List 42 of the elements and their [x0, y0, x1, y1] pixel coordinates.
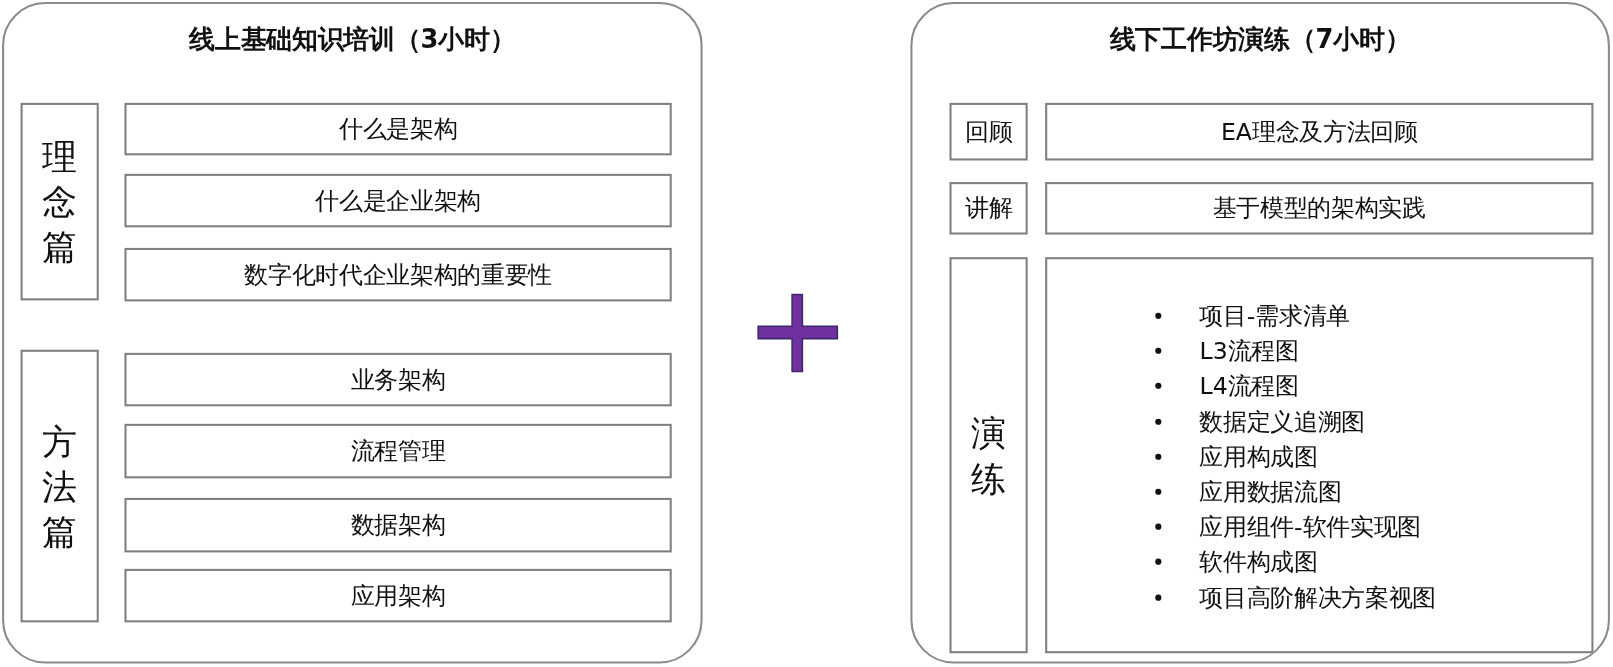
topic-box	[124, 352, 672, 407]
topic-box	[124, 247, 672, 302]
section-label: 理念篇	[42, 134, 78, 270]
topic-box	[124, 568, 672, 623]
topic-text: 基于模型的架构实践	[1212, 193, 1426, 224]
list-item: 数据定义追溯图	[1199, 408, 1366, 435]
section-label-box	[949, 182, 1028, 235]
panel-card	[910, 2, 1610, 664]
list-item: 项目高阶解决方案视图	[1199, 583, 1437, 611]
section-label-box	[20, 349, 99, 623]
panel-card	[2, 2, 703, 664]
topic-box	[124, 497, 672, 553]
topic-box	[124, 102, 672, 156]
topic-box	[124, 423, 672, 479]
section-label: 演练	[971, 411, 1007, 501]
topic-text: 数据架构	[350, 510, 446, 540]
topic-box	[1045, 182, 1594, 235]
topic-text: EA理念及方法回顾	[1220, 116, 1418, 147]
topic-text: 什么是架构	[338, 114, 458, 144]
list-item: 应用组件-软件实现图	[1199, 513, 1421, 541]
exercise-list-box	[1045, 257, 1594, 654]
topic-text: 应用架构	[350, 580, 446, 611]
topic-box	[1045, 102, 1594, 161]
section-label: 讲解	[964, 193, 1013, 224]
topic-text: 数字化时代企业架构的重要性	[244, 259, 552, 290]
panel-title: 线下工作坊演练（7小时）	[1108, 23, 1412, 57]
list-item: 软件构成图	[1199, 548, 1318, 576]
section-label-box	[949, 102, 1028, 161]
section-label: 回顾	[964, 116, 1013, 147]
topic-box	[124, 173, 672, 228]
section-label: 方法篇	[42, 419, 78, 554]
topic-text: 什么是企业架构	[315, 185, 481, 216]
topic-text: 流程管理	[350, 436, 446, 466]
list-item: 项目-需求清单	[1199, 302, 1350, 330]
section-label-box	[20, 102, 99, 301]
list-item: L3流程图	[1199, 337, 1299, 365]
list-item: 应用构成图	[1199, 443, 1318, 470]
list-item: L4流程图	[1199, 372, 1299, 400]
section-label-box	[949, 257, 1028, 654]
topic-text: 业务架构	[350, 364, 446, 395]
panel-title: 线上基础知识培训（3小时）	[187, 23, 517, 57]
list-item: 应用数据流图	[1199, 478, 1342, 506]
